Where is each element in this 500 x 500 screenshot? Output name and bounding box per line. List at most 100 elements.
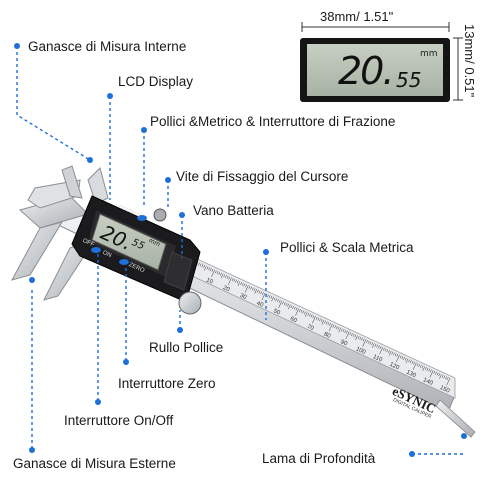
inset-lcd [300, 22, 463, 102]
scale-tick [355, 335, 358, 341]
scale-tick [435, 371, 437, 375]
scale-tick [354, 334, 357, 338]
scale-tick [324, 320, 326, 324]
scale-tick [443, 375, 446, 379]
scale-tick [372, 343, 375, 348]
scale-number: 70 [306, 324, 315, 333]
scale-tick [267, 294, 269, 298]
scale-number: 40 [255, 301, 264, 310]
scale-tick [261, 292, 266, 301]
scale-tick [270, 295, 273, 299]
scale-tick [399, 355, 402, 359]
scale-tick [371, 342, 373, 346]
scale-tick [377, 345, 380, 349]
lock-screw[interactable] [153, 208, 167, 222]
scale-number: 20 [222, 285, 231, 294]
scale-tick [328, 323, 333, 332]
scale-tick [236, 280, 239, 284]
scale-tick [335, 326, 338, 330]
scale-tick [287, 303, 289, 307]
label-battery: Vano Batteria [193, 203, 274, 218]
scale-tick [204, 265, 207, 271]
scale-tick [374, 343, 377, 347]
scale-tick [416, 363, 419, 367]
scale-tick [408, 359, 410, 363]
scale-tick [248, 285, 251, 289]
scale-tick [345, 331, 350, 339]
scale-tick [337, 326, 340, 330]
scale-tick [253, 288, 256, 292]
scale-tick [426, 367, 429, 371]
zero-button[interactable] [119, 259, 129, 265]
scale-tick [320, 319, 323, 323]
scale-tick [235, 279, 237, 283]
scale-tick [251, 287, 254, 291]
scale-tick [396, 354, 400, 363]
scale-tick [277, 299, 279, 302]
label-inner-jaws: Ganasce di Misura Interne [28, 39, 187, 54]
scale-tick [220, 273, 224, 279]
beam-scale-ticks [194, 261, 451, 386]
label-depth-rod: Lama di Profondità [262, 451, 376, 466]
scale-tick [208, 267, 210, 271]
thumb-roller[interactable] [178, 291, 202, 315]
scale-tick [300, 309, 303, 313]
scale-tick [403, 357, 405, 360]
scale-tick [203, 264, 205, 268]
scale-tick [405, 358, 409, 364]
scale-tick [304, 311, 306, 315]
scale-tick [424, 367, 427, 371]
inner-jaw-fixed [61, 165, 83, 199]
scale-tick [245, 284, 247, 288]
scale-tick [307, 312, 310, 316]
inset-unit: mm [420, 49, 438, 59]
scale-tick [445, 376, 447, 380]
scale-tick [231, 278, 234, 282]
scale-tick [421, 365, 424, 369]
scale-tick [250, 286, 252, 290]
scale-tick [329, 322, 331, 326]
scale-tick [271, 296, 274, 302]
scale-number: 30 [239, 293, 248, 302]
callout-dots [14, 43, 467, 457]
scale-tick [312, 316, 316, 324]
scale-tick [218, 271, 221, 275]
scale-tick [260, 291, 263, 295]
scale-tick [362, 338, 365, 342]
scale-tick [288, 304, 291, 310]
scale-tick [391, 351, 394, 355]
scale-tick [433, 370, 436, 374]
mm-inch-button[interactable] [137, 215, 147, 221]
scale-tick [312, 315, 315, 319]
scale-tick [349, 332, 352, 336]
scale-tick [206, 266, 209, 270]
scale-tick [285, 302, 288, 306]
scale-tick [228, 276, 231, 280]
scale-tick [211, 269, 216, 278]
scale-tick [362, 339, 367, 347]
scale-tick [292, 305, 294, 309]
scale-tick [243, 283, 246, 287]
scale-number: 50 [272, 308, 281, 317]
scale-tick [237, 281, 241, 286]
scale-tick [419, 364, 422, 368]
scale-tick [325, 321, 328, 325]
scale-tick [393, 352, 395, 356]
scale-tick [359, 336, 362, 340]
scale-tick [340, 328, 343, 332]
label-lcd-display: LCD Display [118, 74, 194, 89]
on-off-button[interactable] [91, 247, 101, 253]
scale-tick [321, 319, 325, 325]
scale-number: 10 [205, 277, 214, 286]
scale-tick [430, 369, 432, 373]
scale-tick [413, 361, 415, 365]
scale-tick [283, 302, 286, 306]
scale-tick [209, 268, 212, 272]
scale-tick [233, 278, 236, 282]
scale-tick [293, 306, 296, 310]
scale-tick [295, 308, 300, 316]
scale-tick [401, 356, 404, 360]
inner-jaw-slider [87, 167, 109, 205]
scale-tick [379, 346, 382, 350]
